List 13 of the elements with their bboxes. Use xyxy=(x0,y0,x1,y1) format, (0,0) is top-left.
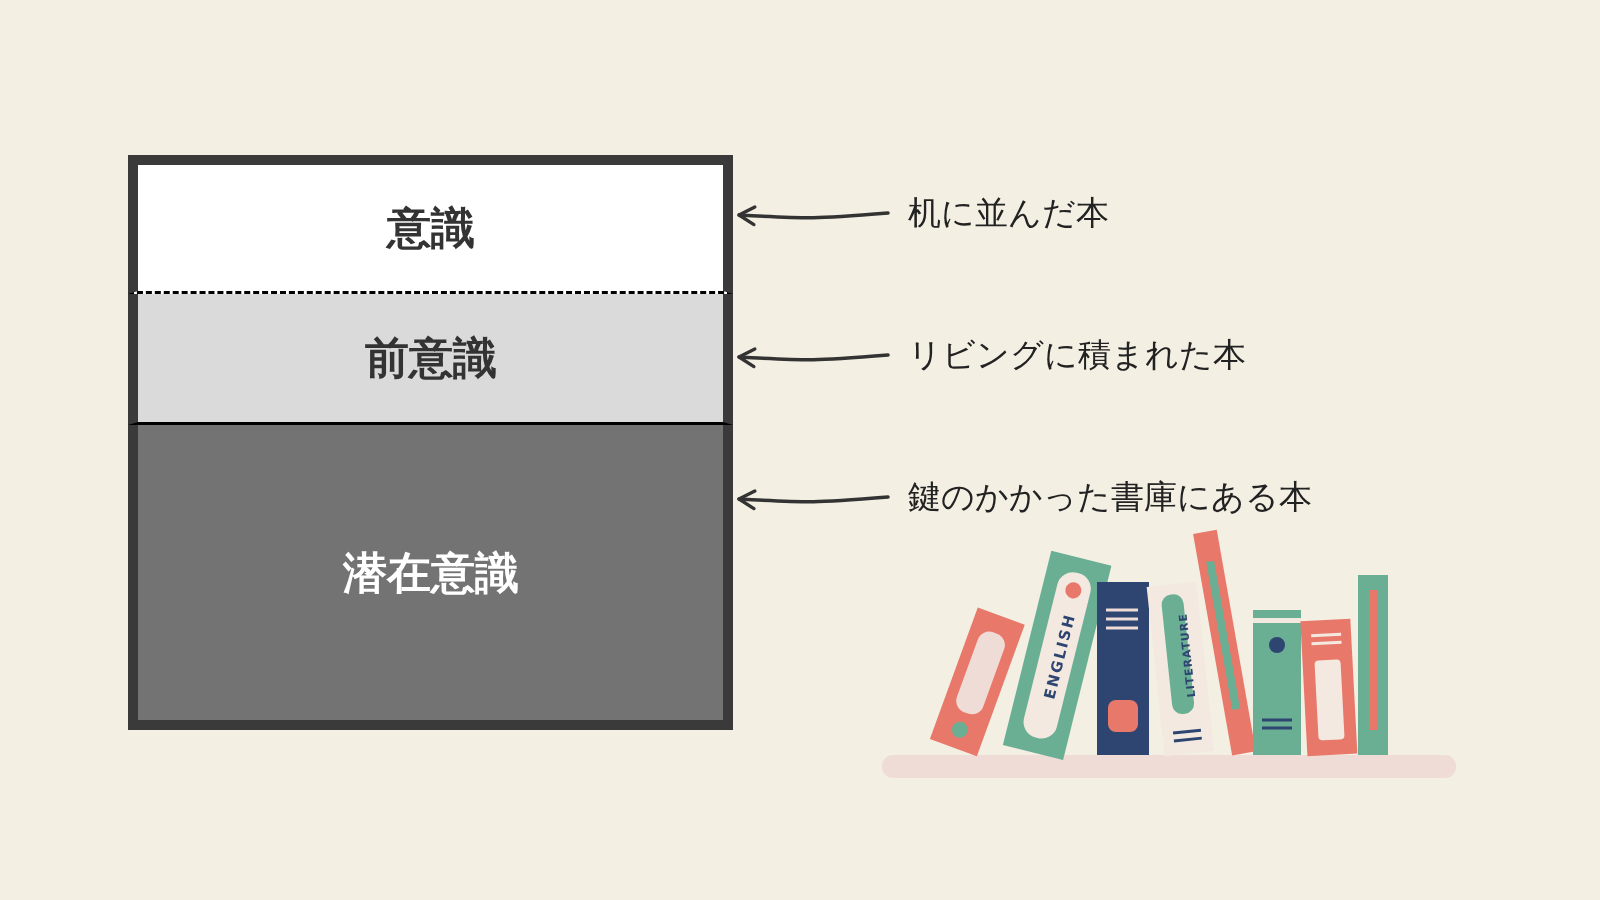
layer-label: 前意識 xyxy=(364,331,497,385)
arrow xyxy=(737,347,890,369)
layer-box xyxy=(128,294,733,425)
description-text: リビングに積まれた本 xyxy=(908,331,1428,379)
book-title: LITERATURE xyxy=(1175,611,1200,701)
layer-box xyxy=(128,425,733,730)
description-text: 机に並んだ本 xyxy=(908,189,1428,237)
arrow xyxy=(737,489,890,511)
layer-label: 潜在意識 xyxy=(342,545,519,600)
description-text: 鍵のかかった書庫にある本 xyxy=(908,473,1428,521)
layer-box xyxy=(128,155,733,294)
layer-label: 意識 xyxy=(386,201,475,255)
arrow xyxy=(737,205,890,227)
